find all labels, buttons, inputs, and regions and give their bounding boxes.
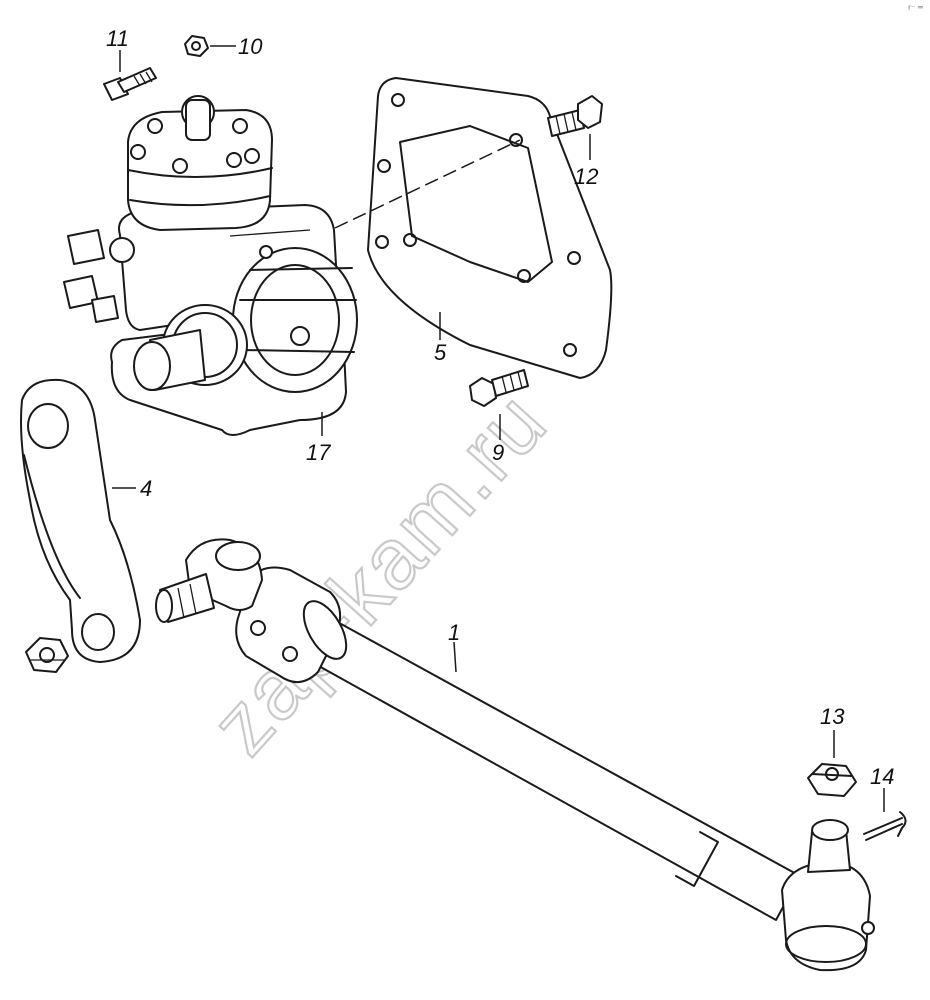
corner-mark: r⁻ ═ [908, 3, 923, 12]
tie-rod [155, 538, 875, 972]
callout-10: 10 [238, 34, 263, 59]
callout-13: 13 [820, 704, 845, 729]
castle-nut [25, 637, 69, 673]
mounting-bracket-plate [367, 77, 613, 379]
castle-nut-13 [807, 763, 857, 797]
callout-17: 17 [306, 440, 331, 465]
callout-1: 1 [448, 620, 460, 645]
bolt-11 [103, 67, 157, 101]
callout-14: 14 [870, 764, 894, 789]
steering-gear [63, 95, 358, 436]
callout-12: 12 [574, 164, 598, 189]
callout-9: 9 [492, 440, 504, 465]
alignment-line [334, 139, 521, 229]
callout-4: 4 [140, 476, 152, 501]
leader-1 [453, 641, 457, 673]
bolt-9 [469, 369, 529, 407]
cotter-pin-14 [863, 811, 907, 841]
pitman-arm [20, 378, 141, 663]
bolt-12 [547, 95, 603, 137]
nut-10 [184, 35, 209, 57]
callout-11: 11 [106, 26, 129, 51]
callout-5: 5 [434, 340, 447, 365]
